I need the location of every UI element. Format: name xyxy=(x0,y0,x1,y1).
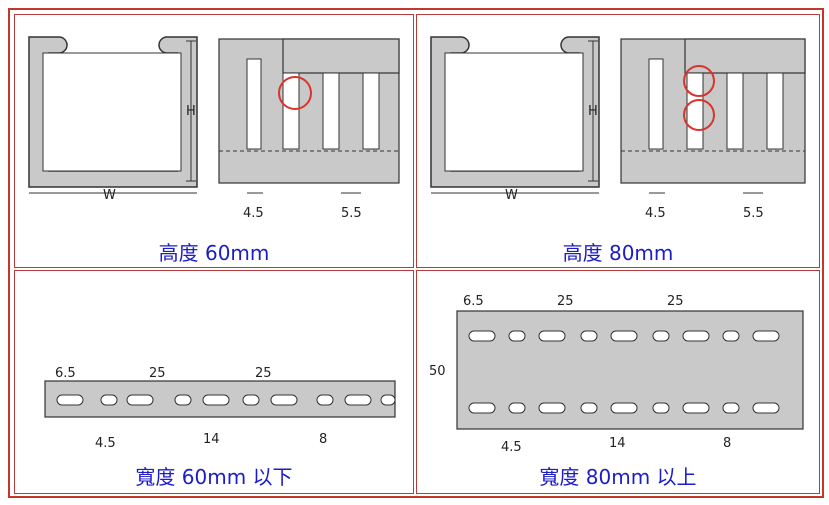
duct-inner xyxy=(444,52,584,172)
panel-height-80: H W 4.5 5.5 高度 80mm xyxy=(416,14,820,268)
dim-25-right: 25 xyxy=(255,366,272,381)
dim-25-right: 25 xyxy=(667,294,684,309)
height-label: H xyxy=(186,104,196,119)
dim-4-5: 4.5 xyxy=(501,440,522,455)
dim-25-left: 25 xyxy=(557,294,574,309)
dim-8: 8 xyxy=(319,432,327,447)
highlight-circle-lower xyxy=(683,99,715,131)
dim-4-5: 4.5 xyxy=(645,206,666,221)
caption-height-60: 高度 60mm xyxy=(158,241,270,265)
dim-4-5: 4.5 xyxy=(95,436,116,451)
dim-6-5: 6.5 xyxy=(55,366,76,381)
width-label: W xyxy=(505,188,518,203)
panel-height-60: H W 4.5 5.5 高度 60mm xyxy=(14,14,414,268)
dim-4-5: 4.5 xyxy=(243,206,264,221)
panel-height-60-drawing: H W 4.5 5.5 xyxy=(28,36,400,221)
panel-width-80-drawing: 6.5 25 25 50 4.5 14 8 xyxy=(429,294,804,455)
panel-width-60-below: 6.5 25 25 4.5 14 8 寬度 60mm 以下 xyxy=(14,270,414,494)
dim-5-5: 5.5 xyxy=(341,206,362,221)
dim-6-5: 6.5 xyxy=(463,294,484,309)
duct-inner xyxy=(42,52,182,172)
caption-height-80: 高度 80mm xyxy=(562,241,674,265)
dim-5-5: 5.5 xyxy=(743,206,764,221)
panel-height-80-drawing: H W 4.5 5.5 xyxy=(430,36,806,221)
dim-14: 14 xyxy=(609,436,626,451)
dim-25-left: 25 xyxy=(149,366,166,381)
highlight-circle xyxy=(278,76,312,110)
diagram-frame: H W 4.5 5.5 高度 60mm xyxy=(8,8,824,498)
panel-width-60-drawing: 6.5 25 25 4.5 14 8 xyxy=(44,366,396,451)
dim-8: 8 xyxy=(723,436,731,451)
panel-width-80-above: 6.5 25 25 50 4.5 14 8 寬度 80mm 以上 xyxy=(416,270,820,494)
dim-14: 14 xyxy=(203,432,220,447)
highlight-circle-upper xyxy=(683,65,715,97)
dim-50: 50 xyxy=(429,364,446,379)
width-label: W xyxy=(103,188,116,203)
height-label: H xyxy=(588,104,598,119)
caption-width-80-above: 寬度 80mm 以上 xyxy=(539,465,697,489)
caption-width-60-below: 寬度 60mm 以下 xyxy=(135,465,293,489)
